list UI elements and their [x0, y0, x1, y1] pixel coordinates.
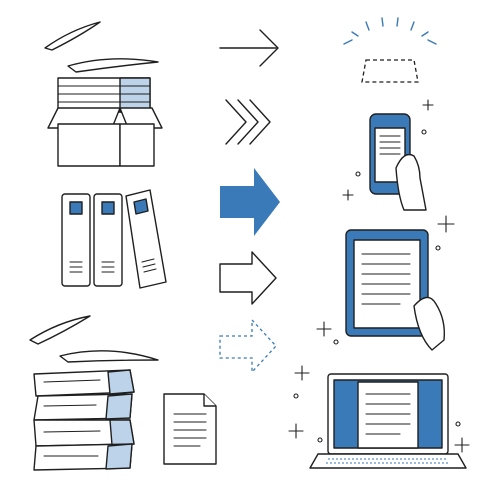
solid-blue-arrow-icon	[220, 168, 280, 236]
flying-paper-icon	[29, 315, 159, 363]
blank-page-outline-icon	[361, 59, 419, 83]
outlined-arrow-icon	[219, 251, 277, 305]
tablet-icon	[345, 229, 446, 351]
flying-paper-icon	[44, 21, 159, 73]
glow-rays-icon	[343, 17, 437, 45]
laptop-icon	[309, 373, 467, 469]
thin-arrow-icon	[219, 29, 279, 67]
dashed-arrow-icon	[219, 318, 277, 374]
sparkle-icon	[316, 215, 455, 345]
paper-stack-icon	[33, 369, 135, 471]
sparkle-icon	[342, 99, 434, 201]
triple-chevron-icon	[225, 99, 271, 145]
binders-icon	[61, 189, 167, 289]
cardboard-box-icon	[47, 77, 163, 167]
sparkle-icon	[288, 365, 470, 453]
smartphone-icon	[369, 113, 427, 211]
document-icon	[163, 393, 217, 465]
